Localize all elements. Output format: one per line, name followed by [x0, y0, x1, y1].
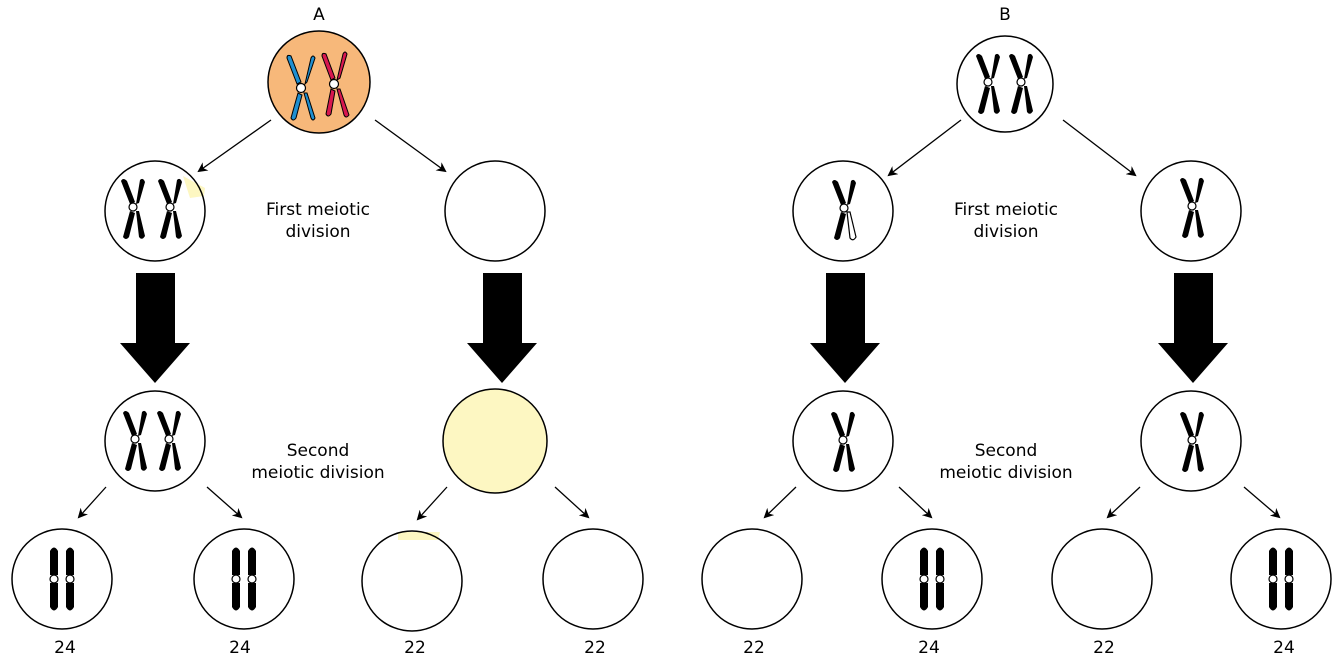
panel-label-a: A — [313, 5, 325, 25]
red-chromosome-pair — [321, 51, 350, 118]
x-chromosome — [976, 53, 1000, 114]
gamete-cell — [1051, 528, 1153, 630]
big-down-arrow — [810, 273, 880, 383]
x-chromosome — [1009, 53, 1033, 114]
double-chromatid-chromosome — [919, 547, 945, 611]
chromosome-count: 22 — [1093, 638, 1115, 658]
x-chromosome — [121, 178, 145, 239]
parent-cell — [956, 35, 1054, 133]
arrow-to-b-left-cell — [887, 119, 962, 177]
arrow-to-gamete — [898, 486, 933, 519]
first-division-cell-right — [1140, 160, 1242, 262]
big-down-arrow — [1158, 273, 1228, 383]
second-division-cell-right — [442, 388, 548, 494]
second-division-cell-left — [792, 390, 894, 492]
panel-label-b: B — [999, 5, 1011, 25]
x-chromosome — [1180, 177, 1204, 238]
x-chromosome — [123, 410, 147, 471]
gamete-cell — [1230, 528, 1332, 630]
arrow-to-gamete — [206, 486, 243, 519]
arrow-to-gamete — [1243, 486, 1281, 519]
panel-b — [701, 35, 1332, 630]
x-chromosome — [158, 178, 182, 239]
arrow-to-a-left-cell — [197, 119, 272, 173]
arrow-to-gamete — [554, 486, 590, 519]
chromosome-count: 22 — [584, 638, 606, 658]
arrow-to-b-right-cell — [1062, 119, 1137, 177]
x-chromosome — [1180, 411, 1204, 472]
double-chromatid-chromosome — [49, 547, 75, 611]
chromosome-count: 24 — [918, 638, 940, 658]
gamete-cell — [361, 530, 463, 632]
first-division-label-b: First meiotic division — [953, 200, 1059, 242]
second-division-cell-left — [104, 390, 206, 492]
arrow-to-a-right-cell — [374, 119, 447, 173]
partially-outlined-chromosome — [832, 179, 857, 241]
first-division-label-a: First meiotic division — [265, 200, 371, 242]
chromosome-count: 24 — [1273, 638, 1295, 658]
second-division-label-b: Second meiotic division — [939, 441, 1073, 483]
gamete-cell — [193, 528, 295, 630]
first-division-cell-left — [792, 160, 894, 262]
arrow-to-gamete — [763, 486, 797, 519]
parent-cell — [267, 30, 371, 134]
double-chromatid-chromosome — [1268, 547, 1294, 611]
gamete-cell — [701, 528, 803, 630]
gamete-cell — [542, 528, 644, 630]
gamete-cell — [881, 528, 983, 630]
x-chromosome — [157, 410, 181, 471]
blue-chromosome-pair — [286, 54, 316, 121]
panel-a — [11, 30, 644, 632]
first-division-cell-right — [444, 160, 546, 262]
arrow-to-gamete — [77, 486, 107, 519]
second-division-cell-right — [1140, 390, 1242, 492]
chromosome-count: 24 — [229, 638, 251, 658]
second-division-label-a: Second meiotic division — [251, 441, 385, 483]
first-division-cell-left — [104, 160, 206, 262]
chromosome-count: 24 — [54, 638, 76, 658]
chromosome-count: 22 — [743, 638, 765, 658]
highlight-patch — [183, 176, 205, 198]
arrow-to-gamete — [416, 486, 448, 521]
big-down-arrow — [467, 273, 537, 383]
arrow-to-gamete — [1106, 486, 1141, 519]
double-chromatid-chromosome — [231, 547, 257, 611]
x-chromosome — [831, 411, 855, 472]
chromosome-count: 22 — [404, 638, 426, 658]
gamete-cell — [11, 528, 113, 630]
big-down-arrow — [120, 273, 190, 383]
